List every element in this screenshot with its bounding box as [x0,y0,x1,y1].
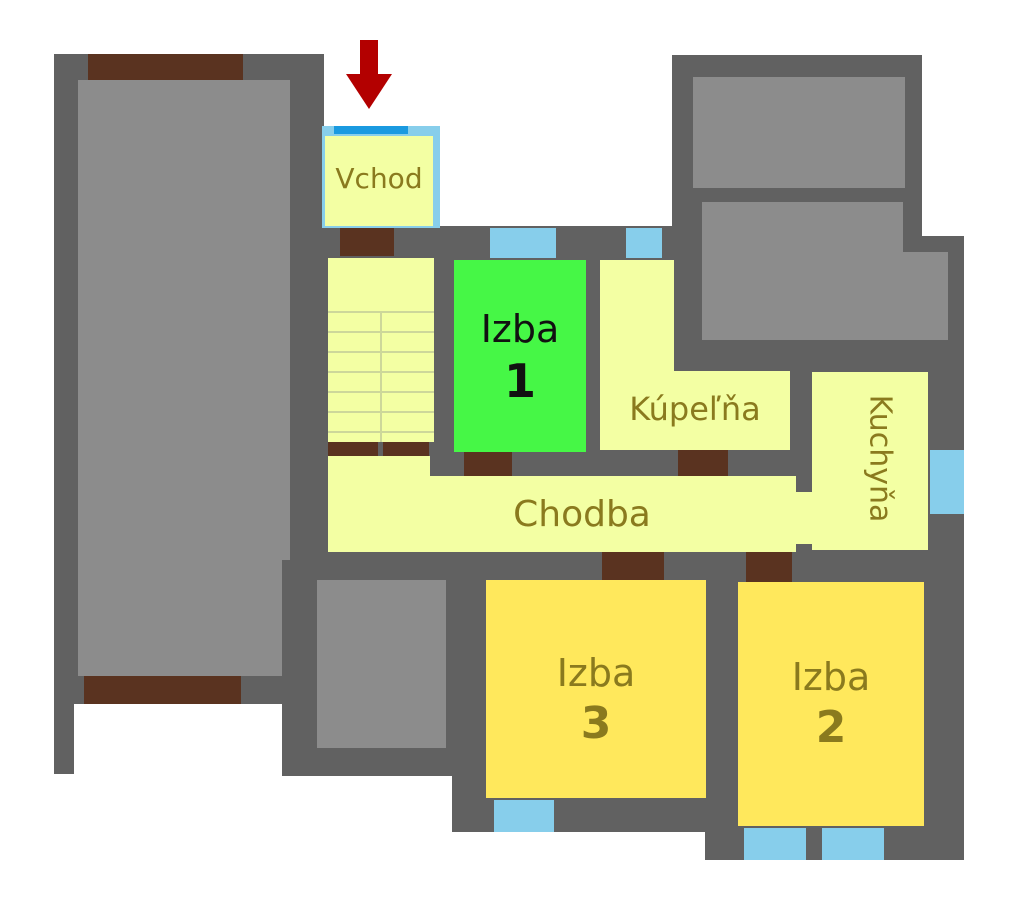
entrance-label: Vchod [335,162,423,195]
room-izba-1-name: Izba [480,307,560,351]
staircase [328,258,434,442]
izba-2-window-right [822,828,884,860]
room-chodba-label: Chodba [513,494,651,535]
kupelna-window [626,228,662,258]
izba-1-window [490,228,556,258]
izba-2-door [746,552,792,582]
room-izba-1-number: 1 [503,354,536,408]
room-kupelna-lower [600,371,790,450]
left-building-door-top [88,54,243,80]
room-izba-3-number: 3 [580,698,612,749]
neighbor-room-upper [693,77,905,188]
room-chodba-main [328,476,796,552]
room-izba-3-label: Izba 3 [486,650,706,752]
stair-door-left [328,442,378,456]
storage-room [317,580,446,748]
room-kuchyna-label: Kuchyňa [862,394,898,523]
room-kuchyna [812,372,928,550]
room-izba-2-label: Izba 2 [738,654,924,756]
room-kupelna-label: Kúpeľňa [629,390,761,428]
entrance-room [325,136,433,226]
kuchyna-window [930,450,964,514]
izba-1-door [464,452,512,476]
kupelna-door [678,450,728,476]
room-izba-3-name: Izba [556,651,636,695]
left-building-wall-strip [54,704,74,774]
room-izba-2-name: Izba [791,655,871,699]
entrance-door [340,228,394,256]
room-izba-1 [454,260,586,452]
room-chodba-connector [796,492,816,544]
down-arrow-icon [345,40,393,110]
left-building-door-bottom [84,676,241,704]
room-izba-1-label: Izba 1 [454,306,586,410]
izba-3-window [494,800,554,832]
stair-door-right [383,442,429,456]
izba-3-door [602,552,664,580]
left-building-interior [78,80,290,676]
izba-2-window-left [744,828,806,860]
room-izba-3 [486,580,706,798]
room-izba-2 [738,582,924,826]
room-izba-2-number: 2 [815,702,847,753]
entrance-door-glass [334,126,408,134]
neighbor-room-lower-ext [702,252,948,340]
